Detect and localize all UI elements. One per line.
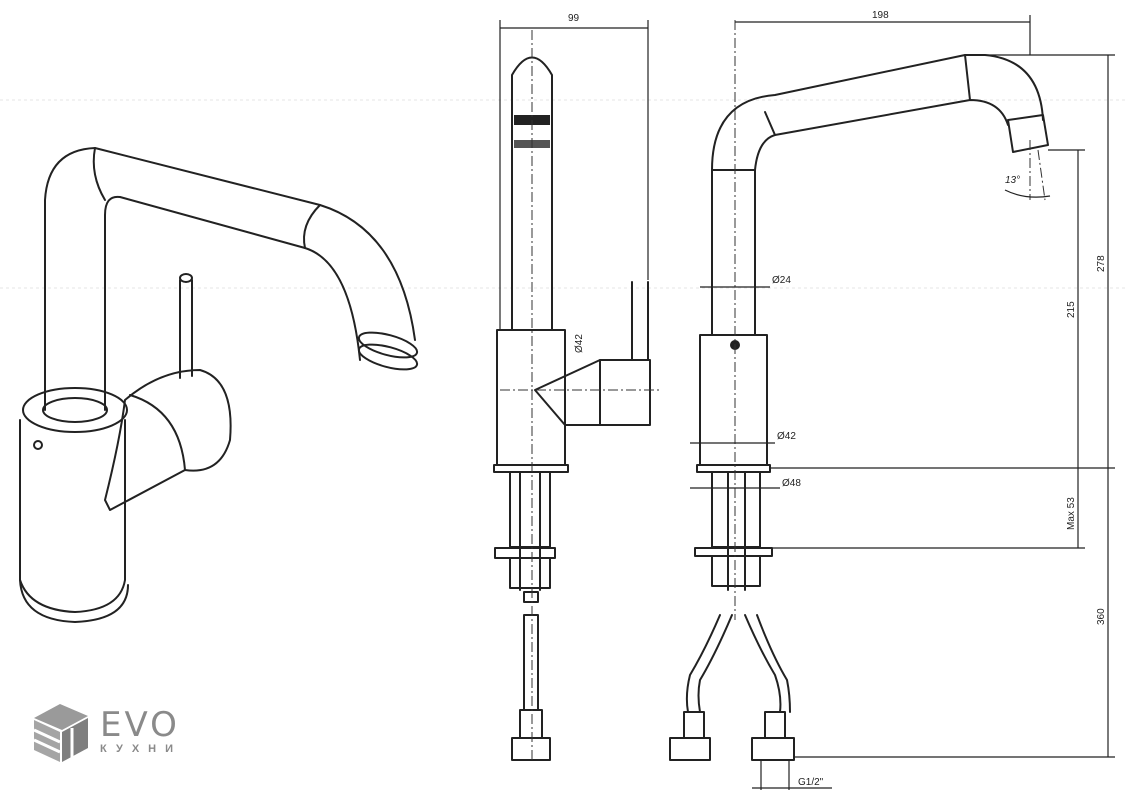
- dim-thread: G1/2": [798, 777, 824, 788]
- dim-total-height: 278: [1096, 255, 1107, 272]
- dim-width-side: 99: [568, 13, 580, 24]
- isometric-view: [19, 147, 419, 623]
- dim-base-diameter: Ø48: [782, 478, 801, 489]
- dim-swivel-angle: 13°: [1005, 175, 1020, 186]
- dim-reach: 198: [872, 10, 889, 21]
- logo-subtitle: КУХНИ: [100, 743, 183, 755]
- dim-spout-height: 215: [1066, 301, 1077, 318]
- dim-body-diameter-side: Ø42: [574, 334, 585, 353]
- dim-body-diameter-front: Ø42: [777, 431, 796, 442]
- logo-name: EVO: [100, 705, 180, 745]
- front-view: 13° 198 Ø24 Ø42 Ø48 278 215 Max 53 360 G…: [669, 10, 1115, 790]
- evo-logo: EVO КУХНИ: [30, 700, 182, 764]
- dim-max-counter: Max 53: [1066, 497, 1077, 530]
- dim-spout-diameter: Ø24: [772, 275, 791, 286]
- side-view: 99 Ø42: [493, 13, 660, 761]
- cube-logo-icon: [33, 704, 88, 762]
- dim-hose-length: 360: [1096, 608, 1107, 625]
